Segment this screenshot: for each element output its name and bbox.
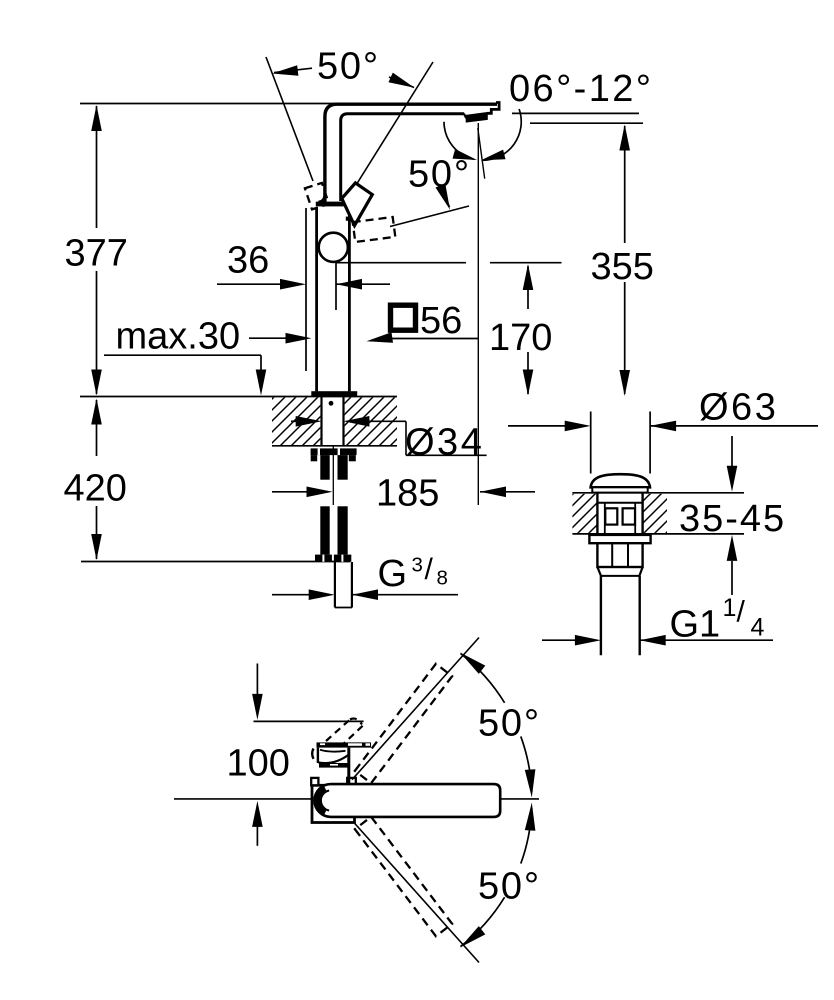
svg-text:185: 185 [376, 473, 439, 515]
svg-text:G: G [378, 553, 408, 595]
svg-text:377: 377 [65, 233, 128, 275]
svg-text:35-45: 35-45 [679, 498, 786, 540]
svg-text:36: 36 [227, 239, 269, 281]
svg-text:170: 170 [489, 317, 552, 359]
svg-text:100: 100 [227, 743, 290, 785]
svg-text:50°: 50° [478, 866, 541, 908]
svg-text:3: 3 [412, 554, 423, 577]
svg-text:Ø63: Ø63 [699, 387, 778, 429]
svg-text:/: / [425, 553, 434, 586]
svg-text:420: 420 [64, 468, 127, 510]
svg-text:50°: 50° [478, 703, 541, 745]
svg-text:G1: G1 [670, 604, 721, 646]
svg-text:8: 8 [437, 567, 448, 590]
svg-text:Ø34: Ø34 [405, 422, 484, 464]
svg-text:50°: 50° [408, 154, 471, 196]
svg-text:56: 56 [420, 300, 462, 342]
svg-text:50°: 50° [317, 46, 380, 88]
svg-text:max.30: max.30 [116, 316, 241, 358]
svg-text:1: 1 [723, 594, 737, 622]
svg-text:06°-12°: 06°-12° [509, 68, 653, 110]
svg-text:355: 355 [591, 246, 654, 288]
svg-text:/: / [737, 596, 746, 629]
svg-text:4: 4 [751, 614, 765, 642]
